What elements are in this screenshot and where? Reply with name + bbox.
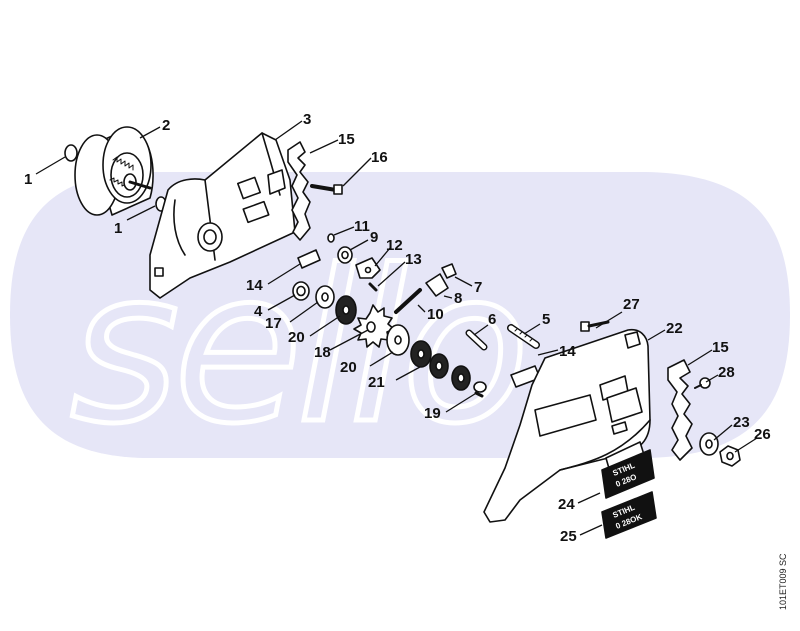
- label-8: 8: [454, 290, 462, 307]
- label-14b: 14: [559, 343, 576, 360]
- part-8-tensioner-bracket: [425, 273, 449, 297]
- label-24: 24: [558, 496, 575, 513]
- label-9: 9: [370, 229, 378, 246]
- part-21-washer-a: [410, 340, 432, 368]
- part-20-disc-upper: [335, 295, 357, 325]
- part-10-adjusting-screw: [394, 288, 422, 314]
- part-21-washer-c: [451, 365, 471, 391]
- part-1-washer-top: [64, 144, 78, 162]
- part-22-sprocket-cover: [483, 328, 651, 523]
- label-7: 7: [474, 279, 482, 296]
- label-4: 4: [254, 303, 263, 320]
- callout-labels: 1 1 2 3 15 16 11 9 12 13 14 7 8 4 10 6 5…: [24, 111, 771, 545]
- part-24-label-plate: [601, 449, 655, 499]
- part-16-screw: [310, 184, 343, 195]
- part-21-washer-b: [429, 353, 449, 379]
- label-11: 11: [354, 218, 370, 235]
- label-18: 18: [314, 344, 331, 361]
- label-13: 13: [405, 251, 422, 268]
- part-23-washer: [699, 432, 719, 456]
- part-20-disc-lower: [386, 324, 410, 356]
- watermark-text: sello: [70, 225, 524, 470]
- label-23: 23: [733, 414, 750, 431]
- part-25-label-plate: [601, 491, 657, 539]
- label-1b: 1: [114, 220, 122, 237]
- label-16: 16: [371, 149, 388, 166]
- label-26: 26: [754, 426, 771, 443]
- reference-code: 101ET009 SC: [778, 553, 788, 610]
- part-15-chain-catcher-left: [287, 141, 311, 241]
- part-4-needle-bearing: [292, 281, 310, 301]
- label-17: 17: [265, 315, 282, 332]
- part-9-nut: [337, 246, 353, 264]
- part-26-nut: [719, 445, 741, 467]
- label-19: 19: [424, 405, 441, 422]
- label-1a: 1: [24, 171, 32, 188]
- part-15-chain-catcher-right: [667, 359, 693, 461]
- label-21: 21: [368, 374, 385, 391]
- label-14a: 14: [246, 277, 263, 294]
- label-12: 12: [386, 237, 403, 254]
- label-10: 10: [427, 306, 444, 323]
- part-18-sprocket: [353, 304, 395, 348]
- label-15b: 15: [712, 339, 729, 356]
- part-17-washer: [315, 285, 335, 309]
- part-19-screw: [473, 381, 487, 398]
- label-3: 3: [303, 111, 311, 128]
- label-2: 2: [162, 117, 170, 134]
- part-13-screw: [368, 282, 378, 292]
- part-6-stud: [465, 329, 488, 351]
- label-27: 27: [623, 296, 640, 313]
- part-3-side-bracket: [149, 132, 296, 299]
- plate-texts: STIHL 0 28O STIHL 0 28OK: [611, 461, 643, 531]
- label-6: 6: [488, 311, 496, 328]
- part-14-plate-upper: [297, 249, 321, 269]
- part-7-clip: [441, 263, 457, 279]
- part-5-stud: [507, 324, 540, 349]
- part-11-ring: [327, 233, 335, 243]
- label-22: 22: [666, 320, 683, 337]
- label-25: 25: [560, 528, 577, 545]
- leader-lines: [35, 120, 758, 536]
- label-20a: 20: [288, 329, 305, 346]
- part-2-clutch-drum: [74, 126, 154, 216]
- label-15a: 15: [338, 131, 355, 148]
- label-20b: 20: [340, 359, 357, 376]
- label-28: 28: [718, 364, 735, 381]
- label-5: 5: [542, 311, 550, 328]
